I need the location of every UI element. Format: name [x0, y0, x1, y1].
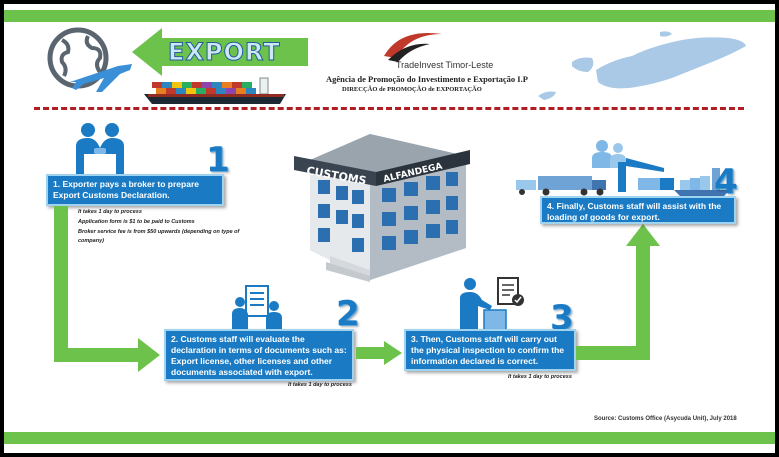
step-4-text: 4. Finally, Customs staff will assist wi… [547, 201, 722, 222]
flow-arrow-1-to-2 [54, 206, 160, 372]
step-1-note-3: Broker service fee is from $50 upwards (… [78, 229, 240, 244]
globe-plane-icon [47, 27, 132, 92]
cargo-ship-icon [144, 77, 286, 104]
step-3-text: 3. Then, Customs staff will carry out th… [411, 334, 565, 366]
step-1-box: 1. Exporter pays a broker to prepare Exp… [46, 174, 224, 206]
export-arrow-icon [132, 28, 308, 76]
step-4-box: 4. Finally, Customs staff will assist wi… [540, 196, 736, 224]
step-1-text: 1. Exporter pays a broker to prepare Exp… [53, 179, 199, 200]
header-divider [34, 107, 744, 110]
org-department: DIRECÇÃO de PROMOÇÃO de EXPORTAÇÃO [342, 86, 482, 93]
port-loading-icon [516, 140, 730, 196]
customs-building-icon: CUSTOMS ALFANDEGA [294, 134, 470, 282]
document-review-icon [232, 285, 282, 330]
step-1-number: 1 [206, 140, 230, 180]
step-3-box: 3. Then, Customs staff will carry out th… [404, 329, 576, 371]
timor-leste-map [538, 31, 746, 100]
bottom-green-bar [4, 432, 775, 444]
tradeinvest-logo [384, 32, 442, 62]
infographic: EXPORT TradeInvest Timor-Leste Agência d… [4, 4, 775, 453]
step-2-note-1: It takes 1 day to process [288, 382, 352, 388]
flow-arrow-3-to-4 [576, 224, 660, 360]
step-2-text: 2. Customs staff will evaluate the decla… [171, 334, 347, 377]
step-3-note-1: It takes 1 day to process [508, 374, 572, 380]
step-1-note-1: It takes 1 day to process [78, 209, 142, 215]
step-4-number: 4 [714, 162, 738, 202]
top-green-bar [4, 10, 775, 22]
step-3-number: 3 [550, 298, 574, 338]
source-note: Source: Customs Office (Asycuda Unit), J… [594, 416, 737, 422]
org-full-name: Agência de Promoção do Investimento e Ex… [326, 74, 528, 84]
flow-arrow-2-to-3 [356, 341, 402, 365]
inspection-worker-icon [460, 277, 524, 332]
org-name: TradeInvest Timor-Leste [396, 60, 494, 70]
step-1-note-2: Application form is $1 to be paid to Cus… [78, 219, 195, 225]
export-label: EXPORT [168, 38, 281, 67]
step-2-number: 2 [336, 294, 360, 334]
handshake-people-icon [76, 123, 124, 176]
step-2-box: 2. Customs staff will evaluate the decla… [164, 329, 354, 381]
